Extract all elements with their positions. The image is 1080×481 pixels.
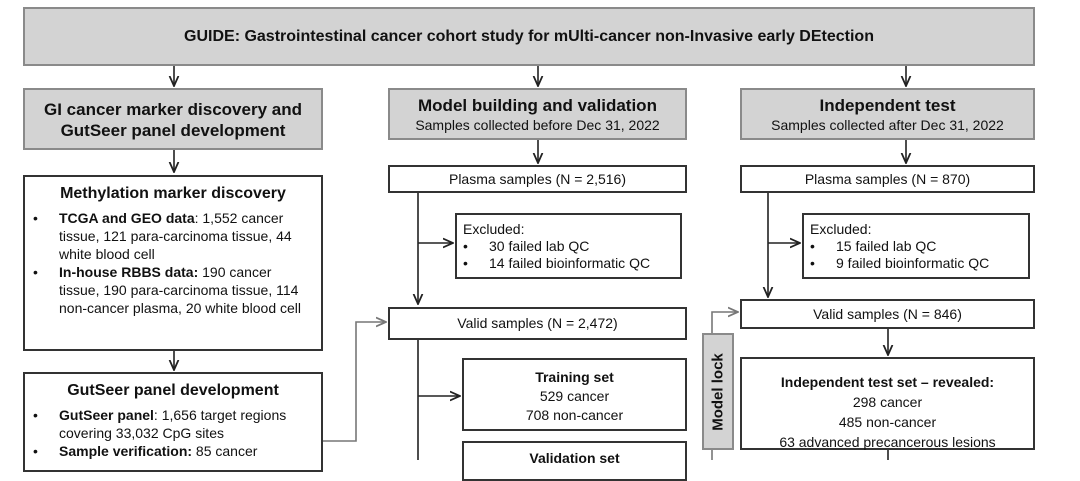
marker-item: In-house RBBS data: 190 cancer tissue, 1… [33,263,313,317]
model-excluded-box: Excluded: 30 failed lab QC 14 failed bio… [455,213,682,279]
model-header: Model building and validation [418,96,657,115]
independent-test-set-line: 485 non-cancer [838,414,937,430]
validation-set-box: Validation set [462,441,687,481]
independent-valid-box: Valid samples (N = 846) [740,299,1035,329]
marker-item-bold: TCGA and GEO data [59,210,195,226]
independent-valid-label: Valid samples (N = 846) [813,306,962,322]
independent-test-set-line: 63 advanced precancerous lesions [779,434,996,450]
independent-excluded-item: 15 failed lab QC [810,238,1028,255]
marker-item-bold: In-house RBBS data: [59,264,199,280]
model-excluded-item: 30 failed lab QC [463,238,680,255]
discovery-header-line2: GutSeer panel development [60,121,286,140]
marker-item-text: : 1,552 cancer tissue, 121 para-carcinom… [59,210,292,262]
marker-discovery-box: Methylation marker discovery TCGA and GE… [23,175,323,351]
panel-item-bold: Sample verification: [59,443,193,459]
model-plasma-box: Plasma samples (N = 2,516) [388,165,687,193]
panel-item-text: 85 cancer [192,443,258,459]
model-subheader: Samples collected before Dec 31, 2022 [415,117,660,133]
discovery-header-line1: GI cancer marker discovery and [44,100,302,119]
model-plasma-label: Plasma samples (N = 2,516) [448,171,627,187]
model-header-box: Model building and validation Samples co… [388,88,687,140]
training-set-line: 529 cancer [539,388,610,404]
model-excluded-title: Excluded: [463,221,525,237]
study-title: GUIDE: Gastrointestinal cancer cohort st… [184,28,874,45]
independent-excluded-title: Excluded: [810,221,872,237]
independent-test-set-title: Independent test set – revealed: [780,374,995,390]
panel-item: Sample verification: 85 cancer [33,442,313,460]
independent-excluded-item: 9 failed bioinformatic QC [810,255,1028,272]
discovery-header-box: GI cancer marker discovery and GutSeer p… [23,88,323,150]
model-lock-label: Model lock [702,333,734,450]
validation-set-title: Validation set [529,450,620,466]
training-set-title: Training set [535,369,614,385]
panel-item-bold: GutSeer panel [59,407,154,423]
panel-development-title: GutSeer panel development [67,382,279,399]
marker-discovery-title: Methylation marker discovery [60,185,286,202]
model-excluded-item: 14 failed bioinformatic QC [463,255,680,272]
independent-excluded-box: Excluded: 15 failed lab QC 9 failed bioi… [802,213,1030,279]
model-lock-text: Model lock [709,352,727,431]
training-set-line: 708 non-cancer [525,407,624,423]
panel-item: GutSeer panel: 1,656 target regions cove… [33,406,313,442]
panel-development-box: GutSeer panel development GutSeer panel:… [23,372,323,472]
independent-subheader: Samples collected after Dec 31, 2022 [771,117,1004,133]
marker-item-text: 190 cancer tissue, 190 para-carcinoma ti… [59,264,302,316]
panel-item-text: : 1,656 target regions covering 33,032 C… [59,407,287,441]
independent-header-box: Independent test Samples collected after… [740,88,1035,140]
training-set-box: Training set 529 cancer 708 non-cancer [462,358,687,431]
independent-header: Independent test [819,96,956,115]
independent-plasma-label: Plasma samples (N = 870) [804,171,971,187]
model-valid-box: Valid samples (N = 2,472) [388,307,687,340]
marker-item: TCGA and GEO data: 1,552 cancer tissue, … [33,209,313,263]
study-title-box: GUIDE: Gastrointestinal cancer cohort st… [23,7,1035,66]
independent-test-set-box: Independent test set – revealed: 298 can… [740,357,1035,450]
independent-test-set-line: 298 cancer [852,394,923,410]
independent-plasma-box: Plasma samples (N = 870) [740,165,1035,193]
model-valid-label: Valid samples (N = 2,472) [457,315,618,331]
